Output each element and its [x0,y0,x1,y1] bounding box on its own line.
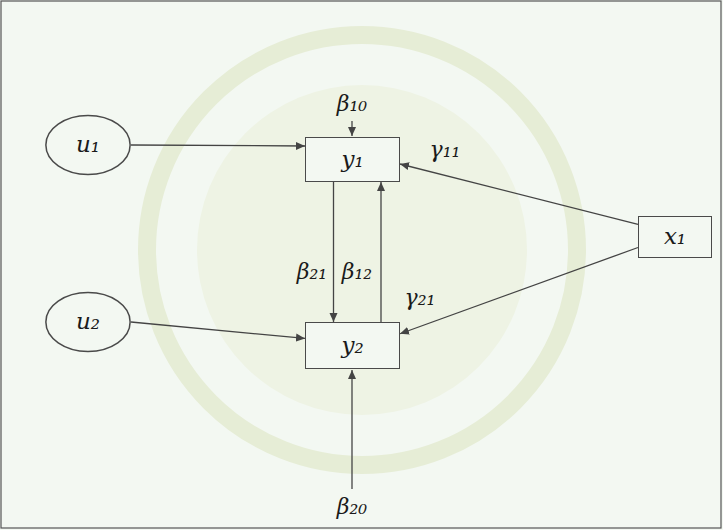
path-arrow [400,248,638,334]
error-ellipse: u₁ [45,115,131,175]
variable-name: u₁ [76,131,100,159]
path-arrow [380,182,381,322]
path-coefficient: γ₁₁ [430,137,461,163]
watermark-disc [197,85,527,415]
intercept-label: β₁₀ [337,91,367,117]
variable-box: x₁ [638,216,712,258]
leader-arrow [351,370,352,489]
path-coefficient: β₂₁ [297,259,327,285]
variable-name: x₁ [664,223,686,251]
watermark-ring [147,35,577,465]
variable-name: y₂ [341,332,363,360]
variable-name: u₂ [76,308,100,336]
variable-box: y₁ [305,137,400,182]
path-coefficient: γ₂₁ [405,285,436,311]
path-arrow [333,182,334,322]
variable-box: y₂ [305,322,400,369]
path-arrow [131,322,305,338]
variable-name: y₁ [341,146,363,174]
path-arrow [131,145,305,146]
intercept-label: β₂₀ [337,494,367,520]
leader-arrow [351,121,352,136]
path-coefficient: β₁₂ [342,259,372,285]
error-ellipse: u₂ [45,292,131,352]
path-arrow [400,164,638,224]
